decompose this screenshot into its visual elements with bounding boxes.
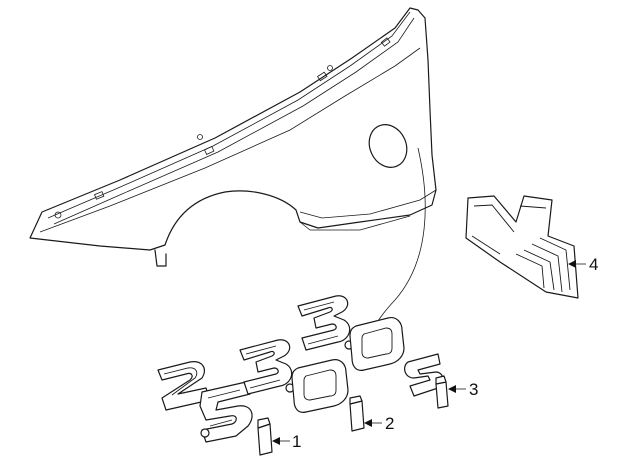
callout-label-3: 3: [469, 380, 478, 399]
callout-2: 2: [364, 414, 394, 433]
callout-1: 1: [272, 432, 301, 451]
front-fender: [29, 7, 437, 346]
emblem-30i: [239, 339, 365, 432]
callout-label-4: 4: [589, 255, 598, 274]
callout-4: 4: [568, 255, 598, 274]
callout-label-2: 2: [385, 414, 394, 433]
emblem-30si: [297, 295, 449, 409]
callout-3: 3: [448, 380, 478, 399]
callout-label-1: 1: [292, 432, 301, 451]
emblem-25i: [157, 361, 273, 456]
emblem-m: [465, 195, 579, 299]
